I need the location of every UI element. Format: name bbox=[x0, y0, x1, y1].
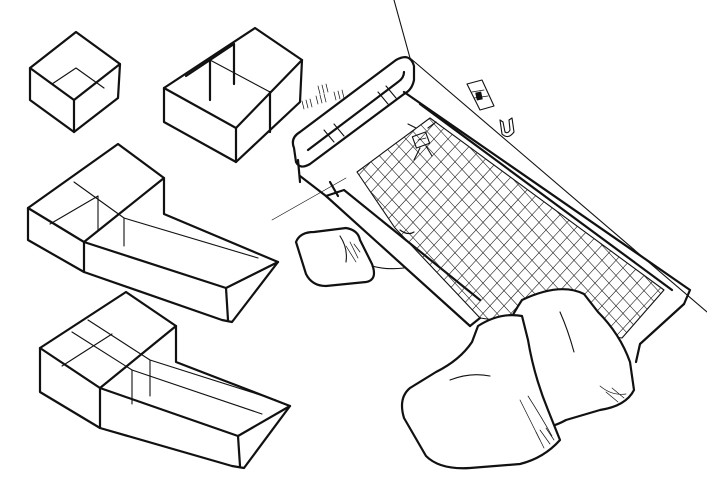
horseshoe-magnet-icon bbox=[499, 117, 515, 138]
mattress-quilt-line bbox=[649, 118, 664, 338]
wireframe-l-shaped-box bbox=[26, 142, 280, 324]
mattress-quilt-line bbox=[635, 118, 664, 338]
character-doodle bbox=[407, 121, 437, 161]
mattress-quilt-line bbox=[607, 118, 664, 338]
mattress-quilt-line bbox=[357, 118, 457, 338]
wireframe-l-shaped-room bbox=[38, 290, 292, 470]
mattress-quilt-line bbox=[692, 100, 707, 360]
mattress-quilt-line bbox=[607, 118, 664, 338]
blanket bbox=[400, 288, 636, 470]
wireframe-divided-box bbox=[162, 26, 304, 164]
mattress-quilt-line bbox=[593, 118, 664, 338]
mattress-quilt-line bbox=[635, 118, 664, 338]
wireframe-cube bbox=[28, 30, 122, 134]
mattress-quilt-line bbox=[663, 118, 664, 338]
mattress-quilt-line bbox=[678, 100, 707, 360]
mattress-quilt-line bbox=[649, 118, 664, 338]
mattress-quilt-line bbox=[565, 118, 664, 338]
mattress-quilt-line bbox=[678, 100, 707, 360]
poster-icon bbox=[466, 79, 495, 111]
pillow bbox=[294, 226, 415, 288]
mattress-quilt-line bbox=[34, 100, 274, 360]
bed-frame bbox=[298, 90, 692, 364]
bed-headboard bbox=[291, 55, 416, 198]
mattress-quilt-line bbox=[579, 118, 664, 338]
mattress-quilt-line bbox=[663, 118, 664, 338]
wall-corner bbox=[271, 0, 707, 313]
mattress-quilt-line bbox=[34, 100, 274, 360]
mattress-quilt-line bbox=[692, 100, 707, 360]
wall-tally-marks bbox=[301, 83, 345, 110]
mattress-quilt-line bbox=[357, 118, 443, 338]
